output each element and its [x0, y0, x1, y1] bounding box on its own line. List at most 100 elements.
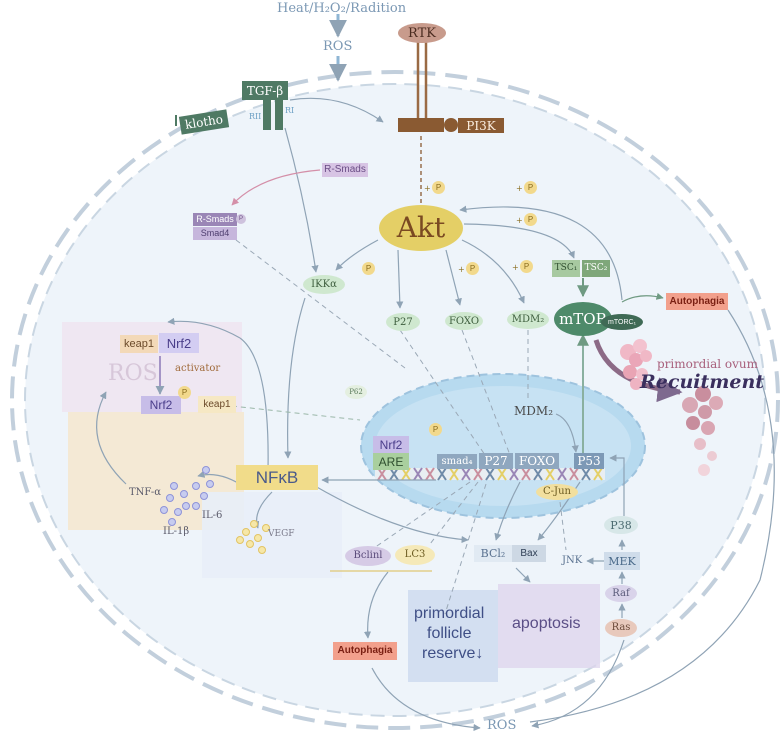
- dna-twist-mark: [425, 467, 435, 481]
- ros-top-label: ROS: [323, 39, 353, 54]
- phospho-circle-5: P: [466, 262, 479, 275]
- nrf2-box: Nrf2: [159, 333, 199, 353]
- dna-twist-mark: [509, 467, 519, 481]
- p27-nuclear-box: P27: [479, 453, 513, 469]
- autophagia-top-box: Autophagia: [666, 293, 728, 310]
- pi3k-label: PI3K: [458, 118, 504, 133]
- reserve-region: [408, 590, 498, 682]
- plus-mark-2: +: [516, 184, 523, 193]
- activator-label: activator: [175, 363, 221, 374]
- rii-label: RII: [249, 112, 262, 121]
- foxo-node: FOXO: [445, 312, 483, 330]
- phospho-circle-7: P: [429, 423, 442, 436]
- keap1-box: keap1: [120, 335, 158, 353]
- dna-twist-mark: [413, 467, 423, 481]
- plus-mark-4: +: [458, 265, 465, 274]
- mtorc1-node: mTORC₁: [601, 314, 643, 330]
- tnf-alpha-label: TNF-α: [129, 487, 162, 498]
- dna-twist-mark: [461, 467, 471, 481]
- oocyte-cluster: [620, 339, 723, 476]
- ros-bottom-label: ROS: [487, 718, 517, 733]
- lc3-node: LC3: [395, 545, 435, 565]
- tgf-beta-label: TGF-β: [242, 81, 288, 100]
- dna-twist-mark: [545, 467, 555, 481]
- dna-twist-mark: [389, 467, 399, 481]
- dna-twist-mark: [581, 467, 591, 481]
- c-jun-node: C-Jun: [536, 484, 578, 500]
- pi3k-bar: [398, 118, 444, 132]
- reserve-line-3: reserve↓: [422, 645, 484, 662]
- dna-twist-mark: [533, 467, 543, 481]
- apoptosis-region: [498, 584, 600, 668]
- ri-label: RI: [285, 106, 295, 115]
- ras-node: Ras: [605, 619, 637, 637]
- p62-node: P62: [345, 385, 367, 399]
- smad4-nuclear-box: smad₄: [437, 454, 477, 469]
- primordial-ovum-label: primordial ovum: [657, 357, 759, 371]
- mdm2-nuclear-label: MDM₂: [514, 404, 554, 418]
- vegf-label: VEGF: [268, 529, 295, 539]
- bclinl-node: Bclinl: [345, 546, 391, 566]
- stress-label: Heat/H₂O₂/Radition: [277, 1, 407, 16]
- plus-mark-5: +: [512, 263, 519, 272]
- dna-twist-mark: [401, 467, 411, 481]
- dna-helix: [375, 467, 605, 481]
- phospho-circle-6: P: [520, 260, 533, 273]
- phospho-circle-4: P: [362, 262, 375, 275]
- r-smads-box: R-Smads: [322, 163, 368, 177]
- bax-box: Bax: [512, 545, 546, 562]
- autophagia-bottom-box: Autophagia: [333, 642, 397, 660]
- nfkb-box: NFκB: [236, 465, 318, 490]
- phospho-circle-1: P: [432, 181, 445, 194]
- phospho-circle-3: P: [524, 213, 537, 226]
- plus-mark-1: +: [424, 184, 431, 193]
- nrf2-lower-box: Nrf2: [141, 396, 181, 414]
- tsc1-box: TSC₁: [552, 260, 580, 277]
- phospho-circle-2: P: [524, 181, 537, 194]
- smad4-box: Smad4: [193, 227, 237, 240]
- dna-twist-mark: [473, 467, 483, 481]
- phospho-circle-8: P: [178, 386, 191, 399]
- recruitment-label: Recuitment: [640, 371, 765, 393]
- foxo-nuclear-box: FOXO: [515, 453, 559, 469]
- mdm2-node: MDM₂: [507, 310, 549, 329]
- dna-twist-mark: [521, 467, 531, 481]
- dna-twist-mark: [557, 467, 567, 481]
- reserve-line-1: primordial: [414, 605, 485, 622]
- vegf-region: [202, 492, 342, 578]
- are-box: ARE: [373, 453, 409, 470]
- p38-node: P38: [604, 516, 638, 534]
- jnk-label: JNK: [562, 555, 583, 566]
- dna-twist-mark: [437, 467, 447, 481]
- dna-twist-mark: [569, 467, 579, 481]
- il6-label: IL-6: [202, 510, 223, 521]
- ikka-node: IKKα: [303, 275, 345, 294]
- rtk-badge: RTK: [398, 23, 446, 43]
- nucleus-inner: [375, 386, 631, 506]
- cell-outer-membrane: [10, 70, 780, 730]
- p53-box: P53: [574, 453, 604, 469]
- plus-mark-3: +: [516, 216, 523, 225]
- raf-node: Raf: [605, 585, 637, 602]
- dna-twist-mark: [377, 467, 387, 481]
- akt-node: Akt: [379, 205, 463, 251]
- tsc2-box: TSC₂: [582, 260, 610, 277]
- nrf2-nuclear-box: Nrf2: [373, 436, 409, 453]
- cytokine-dots: [160, 466, 214, 526]
- ros-left-label: ROS: [108, 361, 158, 386]
- il1b-label: IL-1β: [163, 526, 190, 537]
- keap1-lower-box: keap1: [198, 396, 236, 413]
- vegf-dots: [236, 520, 270, 554]
- mek-box: MEK: [604, 552, 640, 570]
- r-smads-complex-box: R-Smads: [193, 213, 237, 226]
- dna-twist-mark: [497, 467, 507, 481]
- dna-twist-mark: [593, 467, 603, 481]
- reserve-line-2: follicle: [427, 625, 472, 642]
- phospho-small-circle: P: [236, 214, 246, 224]
- dna-twist-mark: [449, 467, 459, 481]
- apoptosis-label: apoptosis: [512, 615, 581, 632]
- p27-node: P27: [386, 313, 420, 331]
- bcl2-box: BCl₂: [474, 545, 512, 562]
- dna-twist-mark: [485, 467, 495, 481]
